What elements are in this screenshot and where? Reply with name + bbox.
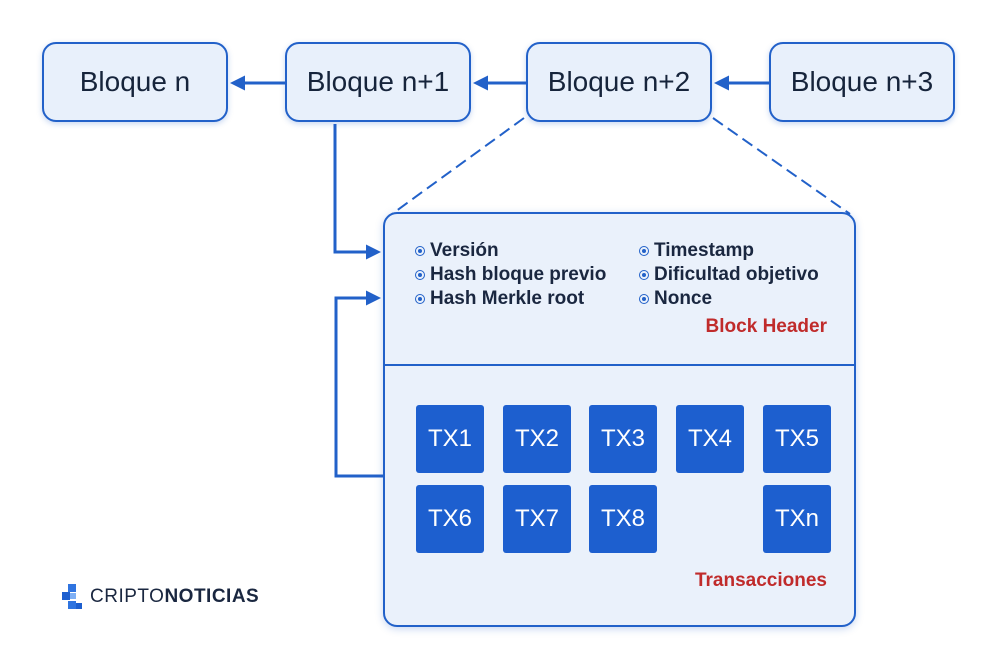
tx-box: TX2 [503,405,571,473]
criptonoticias-logo: CRIPTONOTICIAS [62,584,259,610]
section-divider [385,364,854,366]
tx-box: TXn [763,485,831,553]
block-n: Bloque n [42,42,228,122]
logo-mark-icon [62,584,82,609]
header-field: Hash Merkle root [415,287,606,311]
logo-text: CRIPTONOTICIAS [90,586,260,607]
block-header-title: Block Header [705,316,827,337]
bullet-icon [415,270,425,280]
block-n-plus-1: Bloque n+1 [285,42,471,122]
bullet-icon [639,294,649,304]
header-fields-left: Versión Hash bloque previo Hash Merkle r… [415,239,606,311]
tx-box: TX1 [416,405,484,473]
header-field: Nonce [639,287,819,311]
bullet-icon [639,270,649,280]
tx-box: TX4 [676,405,744,473]
tx-box: TX5 [763,405,831,473]
zoom-line-left [391,117,525,215]
arrow-previous-hash [333,124,381,260]
header-field: Timestamp [639,239,819,263]
bullet-icon [639,246,649,256]
header-field: Dificultad objetivo [639,263,819,287]
tx-box: TX3 [589,405,657,473]
zoom-line-right [712,117,851,215]
tx-box: TX7 [503,485,571,553]
block-n-plus-3: Bloque n+3 [769,42,955,122]
block-n-plus-2: Bloque n+2 [526,42,712,122]
transactions-title: Transacciones [694,570,827,591]
tx-box: TX8 [589,485,657,553]
bullet-icon [415,294,425,304]
bullet-icon [415,246,425,256]
arrow-merkle-root [334,290,383,478]
header-fields-right: Timestamp Dificultad objetivo Nonce [639,239,819,311]
tx-box: TX6 [416,485,484,553]
header-field: Versión [415,239,606,263]
header-field: Hash bloque previo [415,263,606,287]
block-detail-panel: Versión Hash bloque previo Hash Merkle r… [383,212,856,627]
